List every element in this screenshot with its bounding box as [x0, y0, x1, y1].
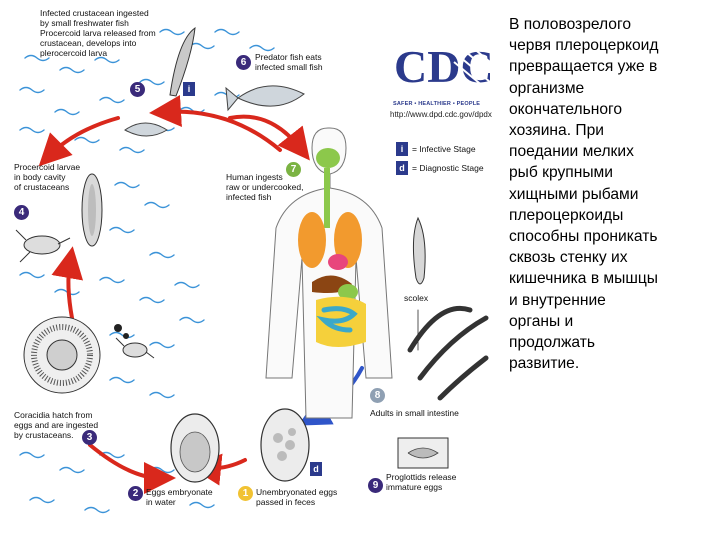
stage-7-label: Human ingests raw or undercooked, infect…	[226, 172, 304, 202]
diagnostic-badge-eggs: d	[310, 462, 322, 476]
stage-1-line-1: Unembryonated eggs	[256, 487, 338, 497]
scolex-label: scolex	[404, 293, 429, 303]
caption-line: органы и	[509, 312, 574, 330]
caption-line: продолжать	[509, 334, 596, 352]
unembryonated-egg	[260, 408, 310, 482]
caption-line: рыб крупными	[509, 164, 613, 182]
stage-3-line-3: by crustaceans.	[14, 430, 74, 440]
diagnostic-stage-icon: d	[396, 161, 408, 175]
stage-5-line-4: crustacean, develops into	[40, 38, 137, 48]
stage-5-line-5: plerocercoid larva	[40, 48, 108, 58]
stage-6-marker: 6	[236, 55, 251, 70]
stage-5-label: Infected crustacean ingested by small fr…	[40, 8, 156, 58]
embryonated-egg	[170, 413, 220, 483]
stage-4-line-3: of crustaceans	[14, 182, 70, 192]
stage-9-line-1: Proglottids release	[386, 472, 457, 482]
stage-3-marker: 3	[82, 430, 97, 445]
caption-line: превращается уже в	[509, 58, 658, 76]
water-waves	[19, 28, 275, 514]
stage-7-marker: 7	[286, 162, 301, 177]
stage-2-line-1: Eggs embryonate	[146, 487, 213, 497]
caption-line: способны проникать	[509, 228, 658, 246]
description-text: В половозрелого червя плероцеркоид превр…	[509, 14, 717, 374]
small-fish	[124, 122, 168, 137]
caption-line: червя плероцеркоид	[509, 37, 659, 55]
proglottid	[397, 437, 449, 469]
stage-1-label: Unembryonated eggs passed in feces	[256, 487, 337, 507]
stage-1-line-2: passed in feces	[256, 497, 316, 507]
cdc-logo-text: CDC	[394, 41, 490, 92]
stage-5-line-1: Infected crustacean ingested	[40, 8, 149, 18]
legend-diagnostic-text: = Diagnostic Stage	[412, 163, 484, 173]
stage-9-marker: 9	[368, 478, 383, 493]
caption-line: плероцеркоиды	[509, 206, 624, 224]
stage-2-label: Eggs embryonate in water	[146, 487, 213, 507]
caption-line: окончательного	[509, 100, 623, 118]
caption-line: сквозь стенку их	[509, 249, 628, 267]
stage-4-line-2: in body cavity	[14, 172, 66, 182]
stage-7-line-2: raw or undercooked,	[226, 182, 304, 192]
stage-5-marker: 5	[130, 82, 145, 97]
legend-infective-text: = Infective Stage	[412, 144, 476, 154]
stage-4-line-1: Procercoid larvae	[14, 162, 81, 172]
stage-3-label: Coracidia hatch from eggs and are ingest…	[14, 410, 98, 440]
caption-line: В половозрелого	[509, 16, 632, 33]
stage-5-line-3: Procercoid larva released from	[40, 28, 156, 38]
stage-3-line-1: Coracidia hatch from	[14, 410, 93, 420]
caption-line: поедании мелких	[509, 143, 634, 161]
cdc-tagline: SAFER • HEALTHIER • PEOPLE	[393, 101, 481, 107]
caption-line: развитие.	[509, 355, 580, 373]
life-cycle-diagram: Infected crustacean ingested by small fr…	[14, 8, 492, 514]
crustacean	[15, 229, 155, 359]
stage-1-marker: 1	[238, 486, 253, 501]
cdc-logo: CDC	[392, 22, 490, 100]
stage-8-marker: 8	[370, 388, 385, 403]
stage-9-label: Proglottids release immature eggs	[386, 472, 456, 492]
stage-6-label: Predator fish eats infected small fish	[255, 52, 323, 72]
stage-3-line-2: eggs and are ingested	[14, 420, 99, 430]
stage-4-marker: 4	[14, 205, 29, 220]
cdc-url: http://www.dpd.cdc.gov/dpdx	[390, 110, 492, 119]
stage-8-label: Adults in small intestine	[370, 408, 459, 418]
procercoid-larva	[81, 173, 103, 247]
stage-5-line-2: by small freshwater fish	[40, 18, 129, 28]
predator-fish	[225, 85, 305, 112]
arrow-to-stage-5	[149, 95, 282, 152]
stage-6-line-2: infected small fish	[255, 62, 323, 72]
infective-stage-icon: i	[396, 142, 408, 156]
arrow-to-crustaceans	[51, 246, 84, 320]
stage-4-label: Procercoid larvae in body cavity of crus…	[14, 162, 80, 192]
adult-worm	[407, 305, 489, 401]
stage-9-line-2: immature eggs	[386, 482, 443, 492]
stage-7-line-1: Human ingests	[226, 172, 283, 182]
arrow-to-stage-7	[228, 114, 310, 161]
stage-6-line-1: Predator fish eats	[255, 52, 322, 62]
caption-line: кишечника в мышцы	[509, 270, 659, 288]
caption-line: и внутренние	[509, 291, 606, 309]
arrow-to-stage-4	[38, 116, 120, 167]
caption-line: хищными рыбами	[509, 185, 639, 203]
arrow-to-stage-3	[88, 443, 176, 494]
human-body	[265, 127, 393, 419]
caption-line: хозяина. При	[509, 122, 604, 140]
coracidium	[23, 316, 129, 394]
caption-line: организме	[509, 79, 585, 97]
plerocercoid-larva	[169, 26, 196, 97]
life-cycle-artwork	[15, 26, 489, 514]
infective-badge-stage-5: i	[183, 82, 195, 96]
scolex	[412, 216, 426, 285]
stage-2-marker: 2	[128, 486, 143, 501]
stage-2-line-2: in water	[146, 497, 176, 507]
stage-7-line-3: infected fish	[226, 192, 272, 202]
